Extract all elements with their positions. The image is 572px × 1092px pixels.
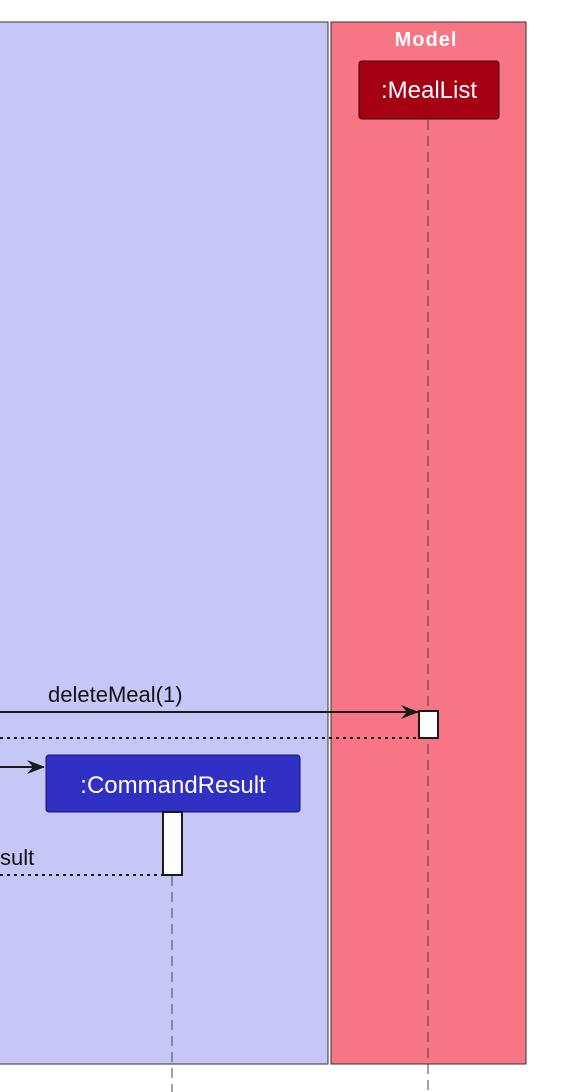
model-box-title: Model [395,29,458,51]
meallist-participant-label: :MealList [381,77,477,104]
logic-box [0,21,329,1065]
commandresult-participant-label: :CommandResult [80,772,266,799]
meallist-activation [418,710,439,739]
meallist-participant [358,60,500,120]
command-result-return-label: sult [0,845,34,870]
delete-meal-label: deleteMeal(1) [48,682,183,707]
commandresult-activation [162,811,183,876]
